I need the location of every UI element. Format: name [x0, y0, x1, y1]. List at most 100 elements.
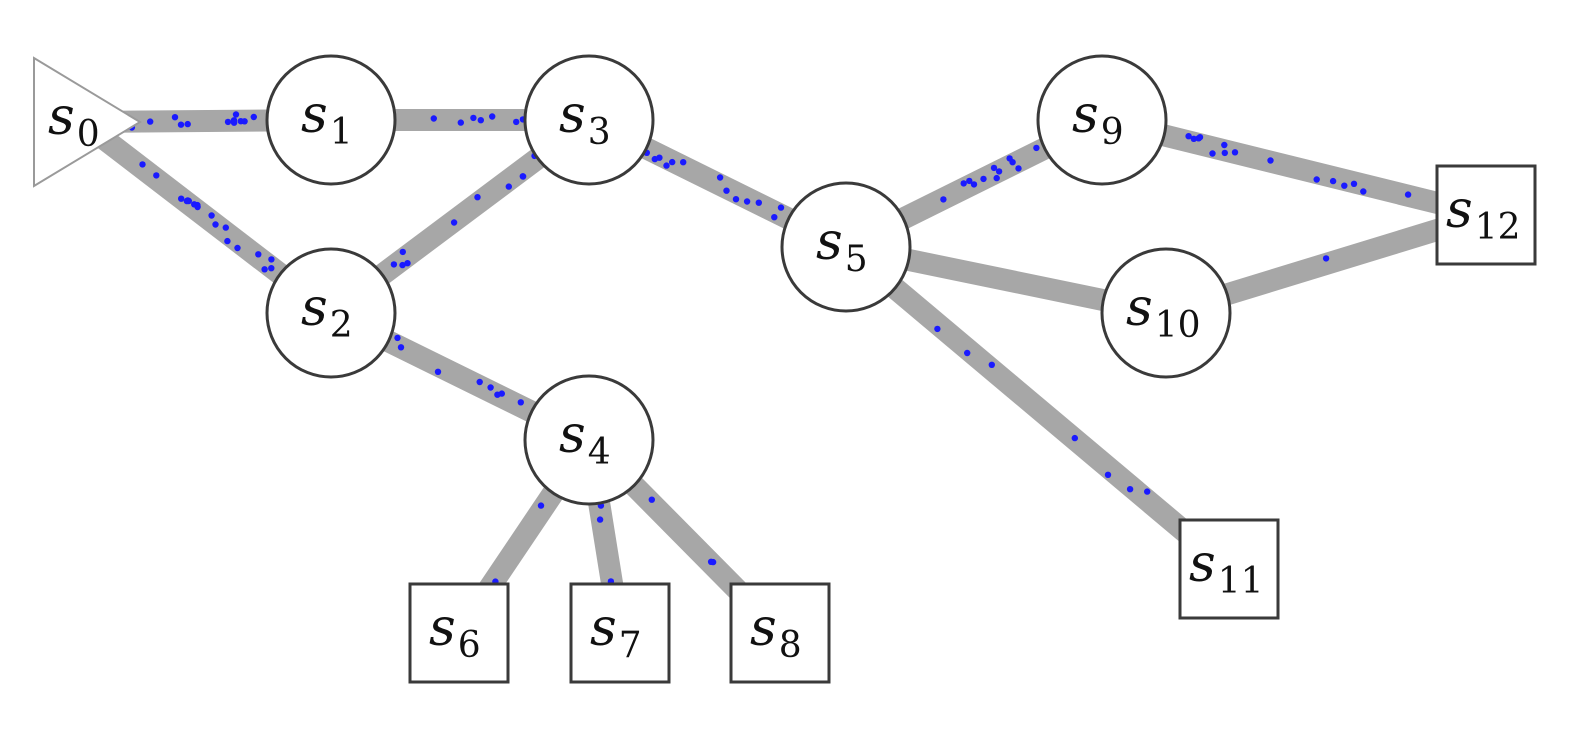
node-label-subscript: 7 [619, 625, 642, 666]
edge-dot [222, 224, 229, 231]
node-label: s3 [559, 85, 611, 153]
node-circle [1100, 247, 1232, 379]
node-label-subscript: 6 [458, 625, 481, 666]
node-square [569, 582, 671, 684]
edge-s5-s11 [838, 238, 1237, 578]
node-label: s9 [1072, 85, 1124, 153]
edge-dot [474, 194, 481, 201]
node-label-base: s [301, 85, 328, 145]
node-label-base: s [1446, 180, 1473, 240]
edge-dot [537, 502, 545, 509]
edge-dot [995, 168, 1003, 175]
edge-dot [988, 361, 995, 368]
edge-dot [457, 119, 464, 126]
node-label-subscript: 12 [1475, 207, 1521, 248]
node-label: s4 [559, 405, 611, 473]
node-label-subscript: 11 [1218, 561, 1264, 602]
edge-dot [177, 121, 185, 128]
edge-dot [732, 196, 740, 203]
node-s11: s11 [1178, 518, 1280, 620]
node-label-base: s [1126, 278, 1153, 338]
edge-dot [1267, 157, 1274, 164]
edge-dot [232, 111, 240, 118]
edge-dot [1144, 488, 1151, 495]
node-square [1178, 518, 1280, 620]
edge-dot [1196, 134, 1204, 141]
edge-dot [505, 183, 512, 190]
node-circle [523, 54, 655, 186]
node-label: s5 [816, 212, 868, 280]
edge-dot [1104, 471, 1112, 478]
node-label-base: s [750, 598, 777, 658]
node-s4: s4 [523, 374, 655, 506]
edge-dot [964, 349, 971, 357]
edge-dot [960, 180, 967, 187]
edge-dot [1015, 165, 1022, 172]
node-label-base: s [816, 212, 843, 272]
node-square [408, 582, 510, 684]
edge-dot [139, 161, 146, 168]
node-s6: s6 [408, 582, 510, 684]
edge-dot [183, 197, 191, 205]
edge-dot [208, 212, 215, 219]
edge-dot [1190, 135, 1198, 142]
node-label-base: s [1189, 534, 1216, 594]
node-s10: s10 [1100, 247, 1232, 379]
node-label: s6 [429, 598, 481, 666]
edge-dot [397, 344, 405, 351]
node-label: s0 [48, 87, 100, 155]
edge-dot [191, 201, 198, 208]
edge-dot [234, 244, 241, 252]
node-s3: s3 [523, 54, 655, 186]
edge-dot [513, 118, 520, 126]
node-label-subscript: 1 [330, 112, 353, 153]
edge-dot [224, 118, 232, 126]
edge-dot [494, 391, 501, 398]
edge-dot [707, 558, 715, 565]
node-label-subscript: 5 [845, 239, 868, 280]
edge-dot [990, 164, 998, 172]
edge-dot [489, 113, 496, 120]
edge-dot [1209, 150, 1216, 157]
edge-dot [434, 368, 442, 375]
edge-dot [519, 173, 527, 180]
edge-dot [255, 251, 262, 258]
node-label-base: s [590, 598, 617, 658]
edge-dot [777, 204, 785, 211]
edge-s9-s12 [1099, 109, 1489, 226]
edge-dot [184, 120, 191, 128]
edge-dot [716, 174, 724, 181]
node-circle [523, 374, 655, 506]
node-label: s8 [750, 598, 802, 666]
node-circle [265, 247, 397, 379]
edge-dot [390, 261, 398, 268]
edge-dot [404, 260, 411, 267]
edge-dot [993, 174, 1000, 182]
edge-dot [470, 114, 477, 122]
edge-dot [663, 162, 670, 169]
edge-dot [970, 181, 978, 188]
node-s5: s5 [780, 181, 912, 313]
node-circle [265, 54, 397, 186]
node-s9: s9 [1036, 54, 1168, 186]
edge-dot [147, 118, 154, 125]
edge-dot [250, 113, 257, 121]
edge-dot [261, 266, 268, 273]
edge-dot [648, 496, 655, 503]
node-square [729, 582, 831, 684]
edge-dot [1071, 434, 1079, 442]
edge-dot [487, 384, 494, 391]
edge-dot [940, 196, 947, 203]
node-label-subscript: 9 [1101, 112, 1124, 153]
edge-dot [1313, 176, 1320, 183]
node-s8: s8 [729, 582, 831, 684]
edge-dot [212, 221, 219, 228]
edge-dot [394, 334, 401, 342]
edge-dot [268, 256, 275, 263]
node-s12: s12 [1435, 164, 1537, 266]
edge-dot [1360, 188, 1367, 195]
edge-dot [656, 154, 663, 161]
edge-dot [477, 117, 484, 124]
node-label: s2 [301, 278, 353, 346]
